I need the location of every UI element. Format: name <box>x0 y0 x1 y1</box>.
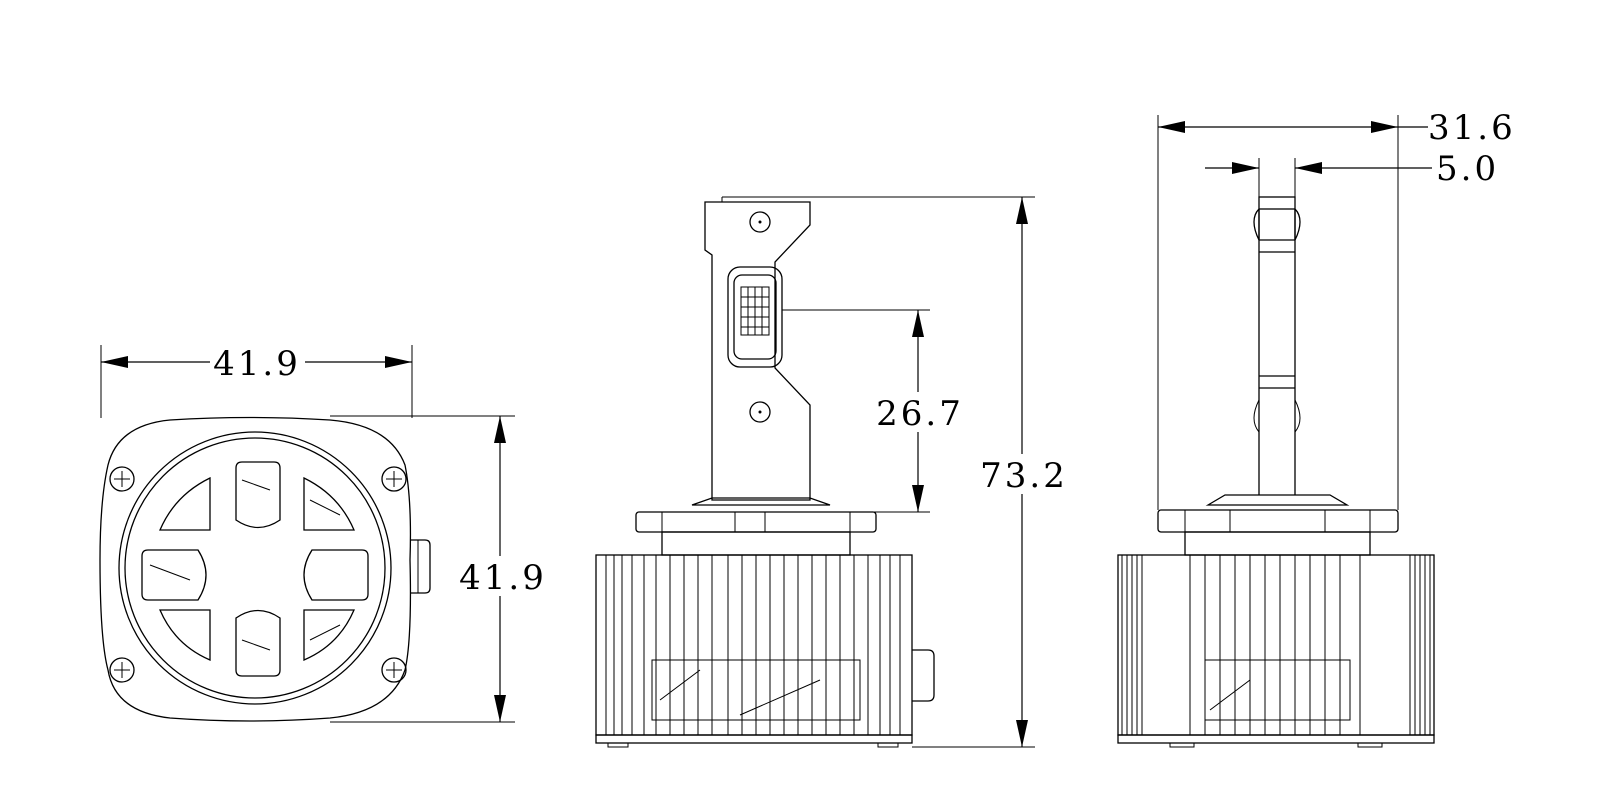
heatsink-fins <box>605 555 901 735</box>
profile-heatsink-fins <box>1121 555 1431 735</box>
led-chip-icon <box>740 286 770 336</box>
front-width-label: 41.9 <box>213 344 301 384</box>
chip-height-label: 26.7 <box>876 394 964 434</box>
front-view: 41.9 41.9 <box>99 342 547 723</box>
profile-width-label: 31.6 <box>1428 108 1516 148</box>
profile-view: 31.6 5.0 <box>1117 108 1516 748</box>
total-height-label: 73.2 <box>980 456 1068 496</box>
side-view: 26.7 73.2 <box>595 196 1068 748</box>
screw-icons <box>109 466 407 683</box>
front-height-label: 41.9 <box>459 558 547 598</box>
stem-width-label: 5.0 <box>1436 149 1499 189</box>
